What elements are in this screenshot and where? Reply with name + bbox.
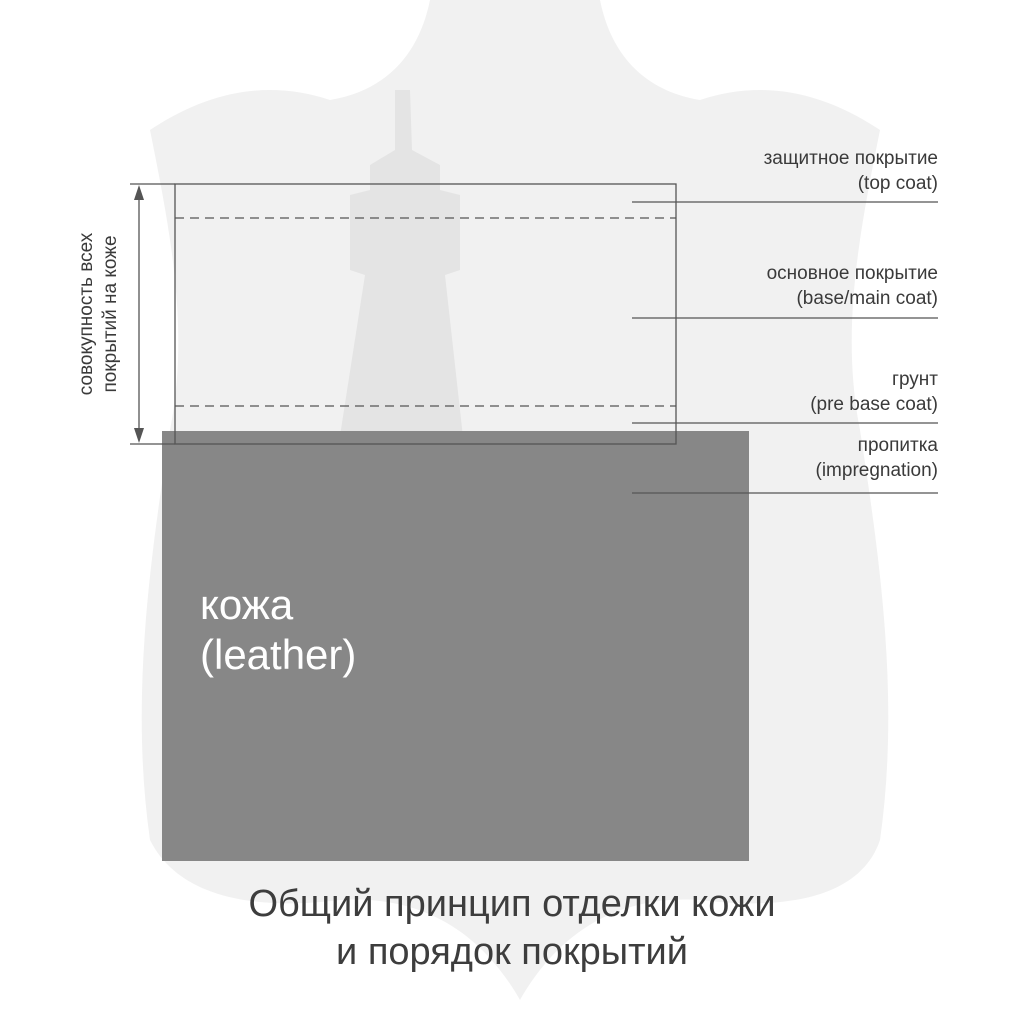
label-base-coat: основное покрытие (base/main coat) [767,261,938,311]
page-title-line1: Общий принцип отделки кожи [248,883,776,925]
label-impregnation-en: (impregnation) [815,460,939,481]
thickness-caption-line2: покрытий на коже [100,235,121,393]
page-title: Общий принцип отделки кожи и порядок пок… [0,880,1024,976]
label-top-coat-en: (top coat) [857,173,938,194]
label-pre-base-coat-en: (pre base coat) [810,394,938,415]
label-pre-base-coat-ru: грунт [892,369,938,390]
coatings-outline [174,183,677,445]
thickness-caption-line1: совокупность всех [76,232,97,396]
lighthouse-tower [330,90,470,500]
label-top-coat-ru: защитное покрытие [763,148,938,169]
leader-lines [632,201,938,494]
arrow-down-icon [134,428,144,443]
label-impregnation: пропитка (impregnation) [816,433,939,483]
page-title-line2: и порядок покрытий [336,931,688,973]
label-pre-base-coat: грунт (pre base coat) [810,367,938,417]
thickness-dimension [130,183,175,445]
leather-label-en: (leather) [200,631,357,678]
leather-label-ru: кожа [200,581,294,628]
leather-block [162,431,749,861]
label-top-coat: защитное покрытие (top coat) [764,146,938,196]
label-base-coat-ru: основное покрытие [766,263,938,284]
label-impregnation-ru: пропитка [857,435,938,456]
thickness-caption: совокупность всех покрытий на коже [75,196,125,432]
leather-label: кожа (leather) [200,580,356,680]
arrow-up-icon [134,185,144,200]
label-base-coat-en: (base/main coat) [796,288,938,309]
